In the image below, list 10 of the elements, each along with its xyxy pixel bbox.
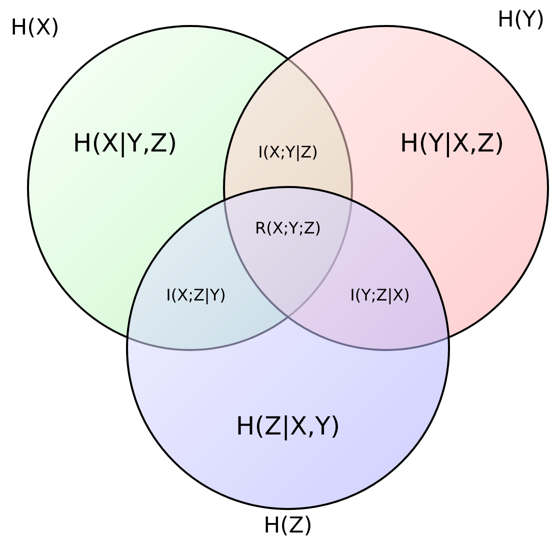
region-label: H(Y|X,Z): [400, 128, 504, 158]
region-label: H(Z|X,Y): [236, 412, 340, 440]
set-label: H(X): [10, 16, 60, 40]
region-label: I(X;Z|Y): [166, 286, 226, 304]
set-label: H(Z): [264, 514, 312, 538]
region-label: I(X;Y|Z): [258, 142, 318, 162]
region-label: R(X;Y;Z): [254, 218, 322, 238]
region-label: I(Y;Z|X): [350, 286, 410, 304]
set-label: H(Y): [497, 8, 545, 32]
region-label: H(X|Y,Z): [72, 128, 178, 158]
